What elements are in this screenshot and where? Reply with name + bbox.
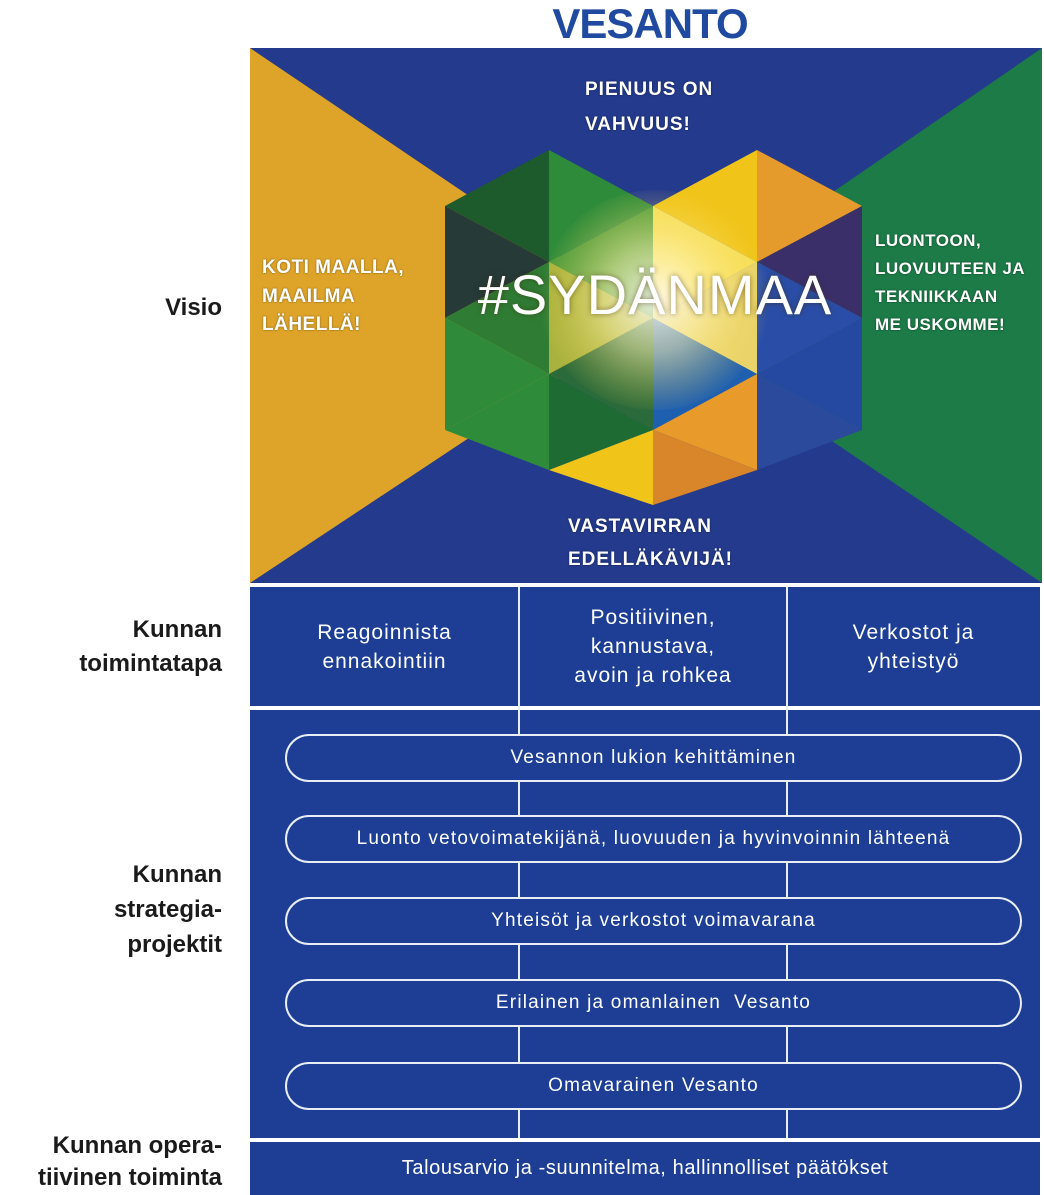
strategy-project-pill: Erilainen ja omanlainen Vesanto — [285, 979, 1022, 1027]
toimintatapa-line: Reagoinnista — [317, 620, 452, 644]
row-label-line: Kunnan opera- — [52, 1132, 222, 1159]
toimintatapa-panel: Reagoinnista ennakointiin Positiivinen, … — [250, 587, 1040, 706]
vision-slogan-line: PIENUUS ON — [585, 79, 714, 100]
heart-facet — [757, 150, 862, 262]
toimintatapa-line: yhteistyö — [867, 649, 960, 673]
heart-facet — [549, 430, 653, 505]
toimintatapa-item: Reagoinnista ennakointiin — [250, 587, 519, 706]
vision-slogan-right: LUONTOON, LUOVUUTEEN JA TEKNIIKKAAN ME U… — [875, 227, 1025, 339]
vision-slogan-left: KOTI MAALLA, MAAILMA LÄHELLÄ! — [262, 254, 404, 340]
heart-facet — [757, 262, 862, 374]
vision-slogan-line: LÄHELLÄ! — [262, 314, 361, 335]
row-label-line: strategia- — [113, 896, 222, 923]
heart-facet — [445, 374, 549, 470]
heart-facet — [757, 318, 862, 430]
toimintatapa-item: Verkostot ja yhteistyö — [787, 587, 1040, 706]
toimintatapa-line: ennakointiin — [322, 649, 447, 673]
operatiivinen-panel: Talousarvio ja -suunnitelma, hallinnolli… — [250, 1142, 1040, 1195]
vision-slogan-line: MAAILMA — [262, 285, 356, 307]
heart-facet — [445, 318, 549, 430]
row-label-line: projektit — [127, 931, 222, 958]
row-label-operatiivinen: Kunnan opera- tiivinen toiminta — [0, 1130, 222, 1194]
vision-slogan-line: VASTAVIRRAN — [568, 516, 712, 537]
heart-facet — [445, 206, 549, 318]
row-label-line: Kunnan — [132, 861, 222, 888]
page-title: VESANTO — [552, 0, 748, 47]
vision-slogan-line: KOTI MAALLA, — [262, 257, 405, 278]
operatiivinen-text: Talousarvio ja -suunnitelma, hallinnolli… — [401, 1157, 889, 1179]
vision-slogan-bottom: VASTAVIRRAN EDELLÄKÄVIJÄ! — [568, 510, 733, 576]
strategy-project-pill: Luonto vetovoimatekijänä, luovuuden ja h… — [285, 815, 1022, 863]
heart-facet — [653, 430, 757, 505]
row-label-line: toimintatapa — [79, 650, 222, 677]
toimintatapa-line: avoin ja rohkea — [574, 664, 732, 687]
row-label-line: Kunnan — [132, 616, 222, 643]
heart-hexagon — [445, 150, 862, 505]
vision-slogan-line: LUOVUUTEEN JA — [875, 259, 1026, 278]
heart-facet — [757, 374, 862, 470]
strategy-project-pill: Vesannon lukion kehittäminen — [285, 734, 1022, 782]
heart-facet — [757, 206, 862, 318]
row-label-line: Visio — [165, 294, 222, 321]
strategy-project-pill: Yhteisöt ja verkostot voimavarana — [285, 897, 1022, 945]
vision-slogan-line: VAHVUUS! — [585, 114, 691, 135]
vision-slogan-line: LUONTOON, — [875, 231, 982, 250]
vision-hashtag: #SYDÄNMAA — [477, 263, 833, 326]
heart-facet — [653, 374, 757, 470]
heart-glow — [540, 190, 770, 410]
vision-slogan-line: ME USKOMME! — [875, 315, 1006, 334]
strategy-project-pill: Omavarainen Vesanto — [285, 1062, 1022, 1110]
toimintatapa-line: Verkostot ja — [852, 620, 975, 644]
vision-slogan-top: PIENUUS ON VAHVUUS! — [585, 72, 713, 142]
vision-slogan-line: EDELLÄKÄVIJÄ! — [568, 549, 734, 570]
vision-slogan-line: TEKNIIKKAAN — [875, 287, 998, 306]
row-label-strategia: Kunnan strategia- projektit — [0, 857, 222, 962]
heart-facet — [549, 374, 653, 470]
toimintatapa-item: Positiivinen, kannustava, avoin ja rohke… — [519, 587, 787, 706]
row-label-visio: Visio — [0, 293, 222, 323]
heart-facet — [445, 150, 549, 262]
toimintatapa-line: Positiivinen, — [590, 606, 716, 629]
vision-graphic — [250, 48, 1042, 583]
row-label-line: tiivinen toiminta — [37, 1164, 222, 1191]
heart-facet — [445, 262, 549, 374]
toimintatapa-line: kannustava, — [590, 635, 716, 658]
row-label-toimintatapa: Kunnan toimintatapa — [0, 613, 222, 681]
